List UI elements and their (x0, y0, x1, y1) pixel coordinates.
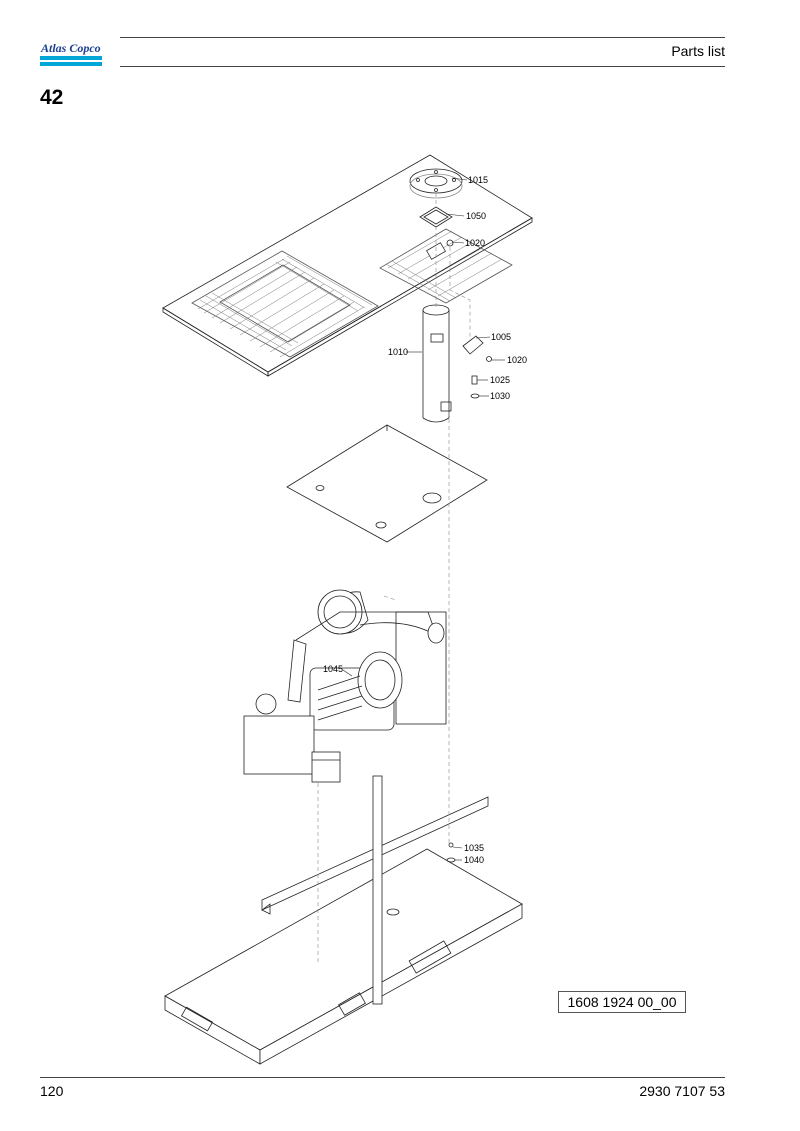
footer-rule (40, 1077, 725, 1078)
footer-document-number: 2930 7107 53 (639, 1083, 725, 1099)
header-rule (120, 37, 725, 67)
callout-1025: 1025 (490, 375, 510, 385)
callout-1020-bracket: 1020 (507, 355, 527, 365)
exhaust-pipe (422, 304, 452, 423)
page-title: Parts list (671, 43, 725, 59)
callout-1020-top: 1020 (465, 238, 485, 248)
section-number: 42 (40, 86, 64, 109)
motor-compressor-assembly (243, 589, 447, 783)
inner-roof-panel (286, 424, 488, 543)
callout-1005: 1005 (491, 332, 511, 342)
frame-upright (372, 775, 383, 1005)
callout-1050: 1050 (466, 211, 486, 221)
atlas-copco-logo: Atlas Copco (40, 41, 102, 66)
footer-page-number: 120 (40, 1083, 64, 1099)
gasket (419, 206, 453, 228)
brand-logo-text: Atlas Copco (40, 41, 101, 55)
base-frame (164, 848, 523, 1065)
callout-1030: 1030 (490, 391, 510, 401)
exhaust-flange (409, 168, 463, 199)
callout-1015: 1015 (468, 175, 488, 185)
canopy-top-panel (162, 154, 533, 377)
pipe-bracket (462, 335, 484, 355)
callout-1010: 1010 (388, 347, 408, 357)
callout-1035: 1035 (464, 843, 484, 853)
callout-1040: 1040 (464, 855, 484, 865)
callout-1045: 1045 (323, 664, 343, 674)
drawing-reference-number: 1608 1924 00_00 (558, 991, 686, 1013)
